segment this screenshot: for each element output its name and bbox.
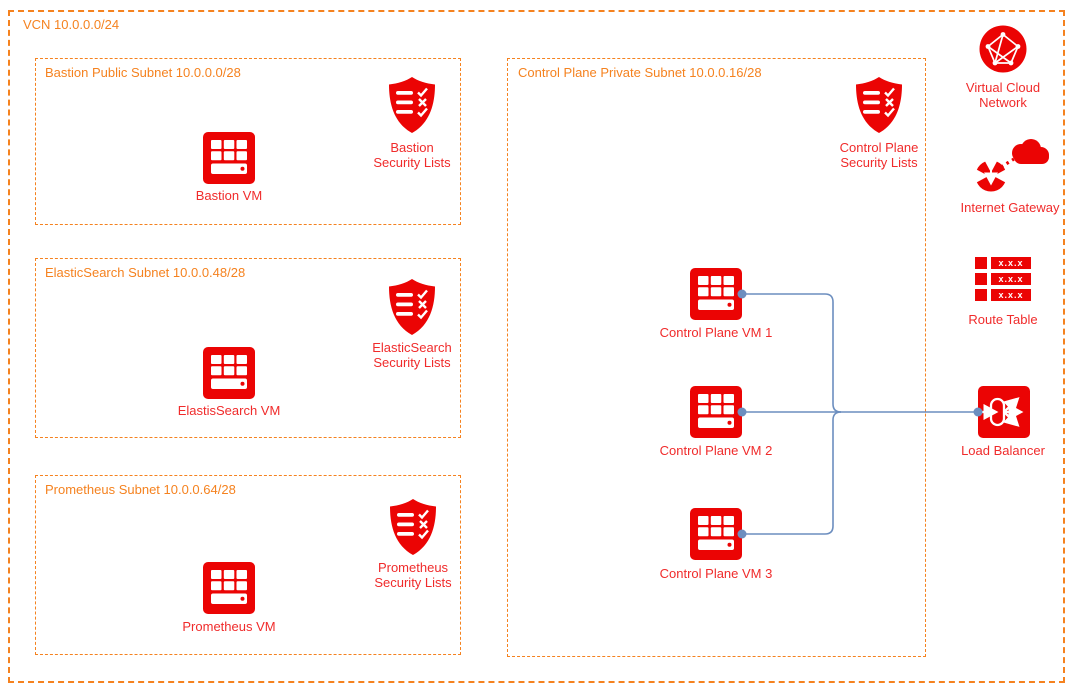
elasticsearch-subnet-title: ElasticSearch Subnet 10.0.0.48/28 [45,265,246,280]
elasticsearch-subnet-container[interactable] [35,258,461,438]
elasticsearch-vm-icon[interactable] [203,347,255,399]
route-table-row-square [975,257,987,269]
vcn-container[interactable] [8,10,1065,683]
control-plane-subnet-container[interactable] [507,58,926,657]
prometheus-subnet-container[interactable] [35,475,461,655]
vcn-title: VCN 10.0.0.0/24 [23,17,120,32]
control-plane-vm3-label: Control Plane VM 3 [659,566,773,581]
prometheus-security-lists-icon[interactable] [388,498,438,556]
load-balancer-icon[interactable] [978,386,1030,438]
bastion-subnet-title: Bastion Public Subnet 10.0.0.0/28 [45,65,241,80]
route-table-row-value: x.x.x [991,273,1031,285]
bastion-subnet-container[interactable] [35,58,461,225]
elasticsearch-vm-label: ElastisSearch VM [177,403,281,418]
control-plane-vm2-icon[interactable] [690,386,742,438]
control-plane-vm1-label: Control Plane VM 1 [659,325,773,340]
virtual-cloud-network-icon[interactable] [979,25,1027,73]
internet-gateway-label: Internet Gateway [960,200,1060,215]
bastion-vm-label: Bastion VM [195,188,263,203]
route-table-row-square [975,289,987,301]
prometheus-vm-icon[interactable] [203,562,255,614]
control-plane-vm2-label: Control Plane VM 2 [659,443,773,458]
prometheus-vm-label: Prometheus VM [182,619,276,634]
control-plane-vm3-icon[interactable] [690,508,742,560]
load-balancer-label: Load Balancer [961,443,1045,458]
bastion-vm-icon[interactable] [203,132,255,184]
bastion-security-lists-icon[interactable] [387,76,437,134]
control-plane-subnet-title: Control Plane Private Subnet 10.0.0.16/2… [518,65,762,80]
control-plane-security-lists-icon[interactable] [854,76,904,134]
prometheus-subnet-title: Prometheus Subnet 10.0.0.64/28 [45,482,236,497]
route-table-row-square [975,273,987,285]
route-table-label: Route Table [968,312,1038,327]
control-plane-vm1-icon[interactable] [690,268,742,320]
route-table-row-value: x.x.x [991,289,1031,301]
route-table-row-value: x.x.x [991,257,1031,269]
internet-gateway-icon[interactable] [963,138,1053,196]
elasticsearch-security-lists-icon[interactable] [387,278,437,336]
